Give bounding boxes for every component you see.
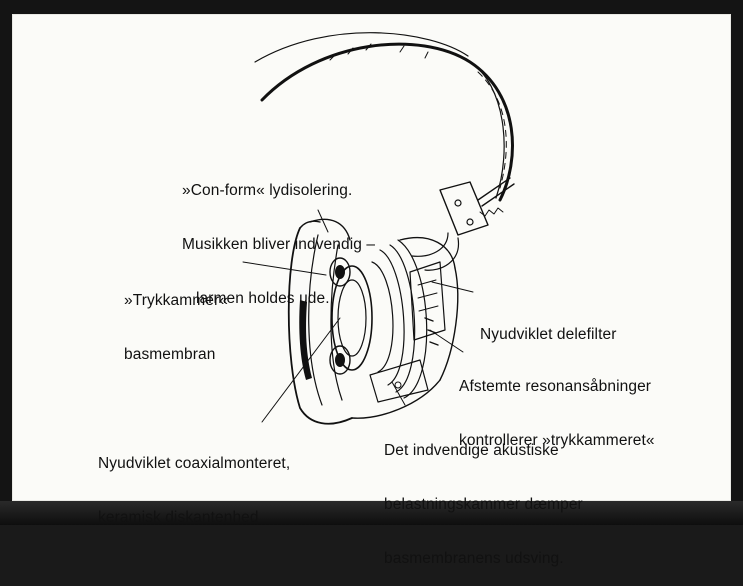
label-coaxial-tweeter: Nyudviklet coaxialmonteret, keramisk dis… <box>98 419 290 545</box>
label-acoustic-chamber: Det indvendige akustiske belastningskamm… <box>384 406 583 586</box>
port-hole-lower <box>335 353 345 367</box>
label-coaxial-line-2: keramisk diskantenhed <box>98 509 290 527</box>
label-trykkammer-line-1: »Trykkammer« <box>124 292 228 310</box>
label-coaxial-line-1: Nyudviklet coaxialmonteret, <box>98 455 290 473</box>
label-conform-line-2: Musikken bliver indvendig – <box>182 236 375 254</box>
adjustment-bracket <box>412 178 514 270</box>
label-belastning-line-1: Det indvendige akustiske <box>384 442 583 460</box>
label-pressure-chamber: »Trykkammer« basmembran <box>124 256 228 382</box>
label-conform-line-1: »Con-form« lydisolering. <box>182 182 375 200</box>
label-resonans-line-1: Afstemte resonansåbninger <box>459 378 655 396</box>
label-belastning-line-2: belastningskammer dæmper <box>384 496 583 514</box>
label-trykkammer-line-2: basmembran <box>124 346 228 364</box>
label-belastning-line-3: basmembranens udsving. <box>384 550 583 568</box>
